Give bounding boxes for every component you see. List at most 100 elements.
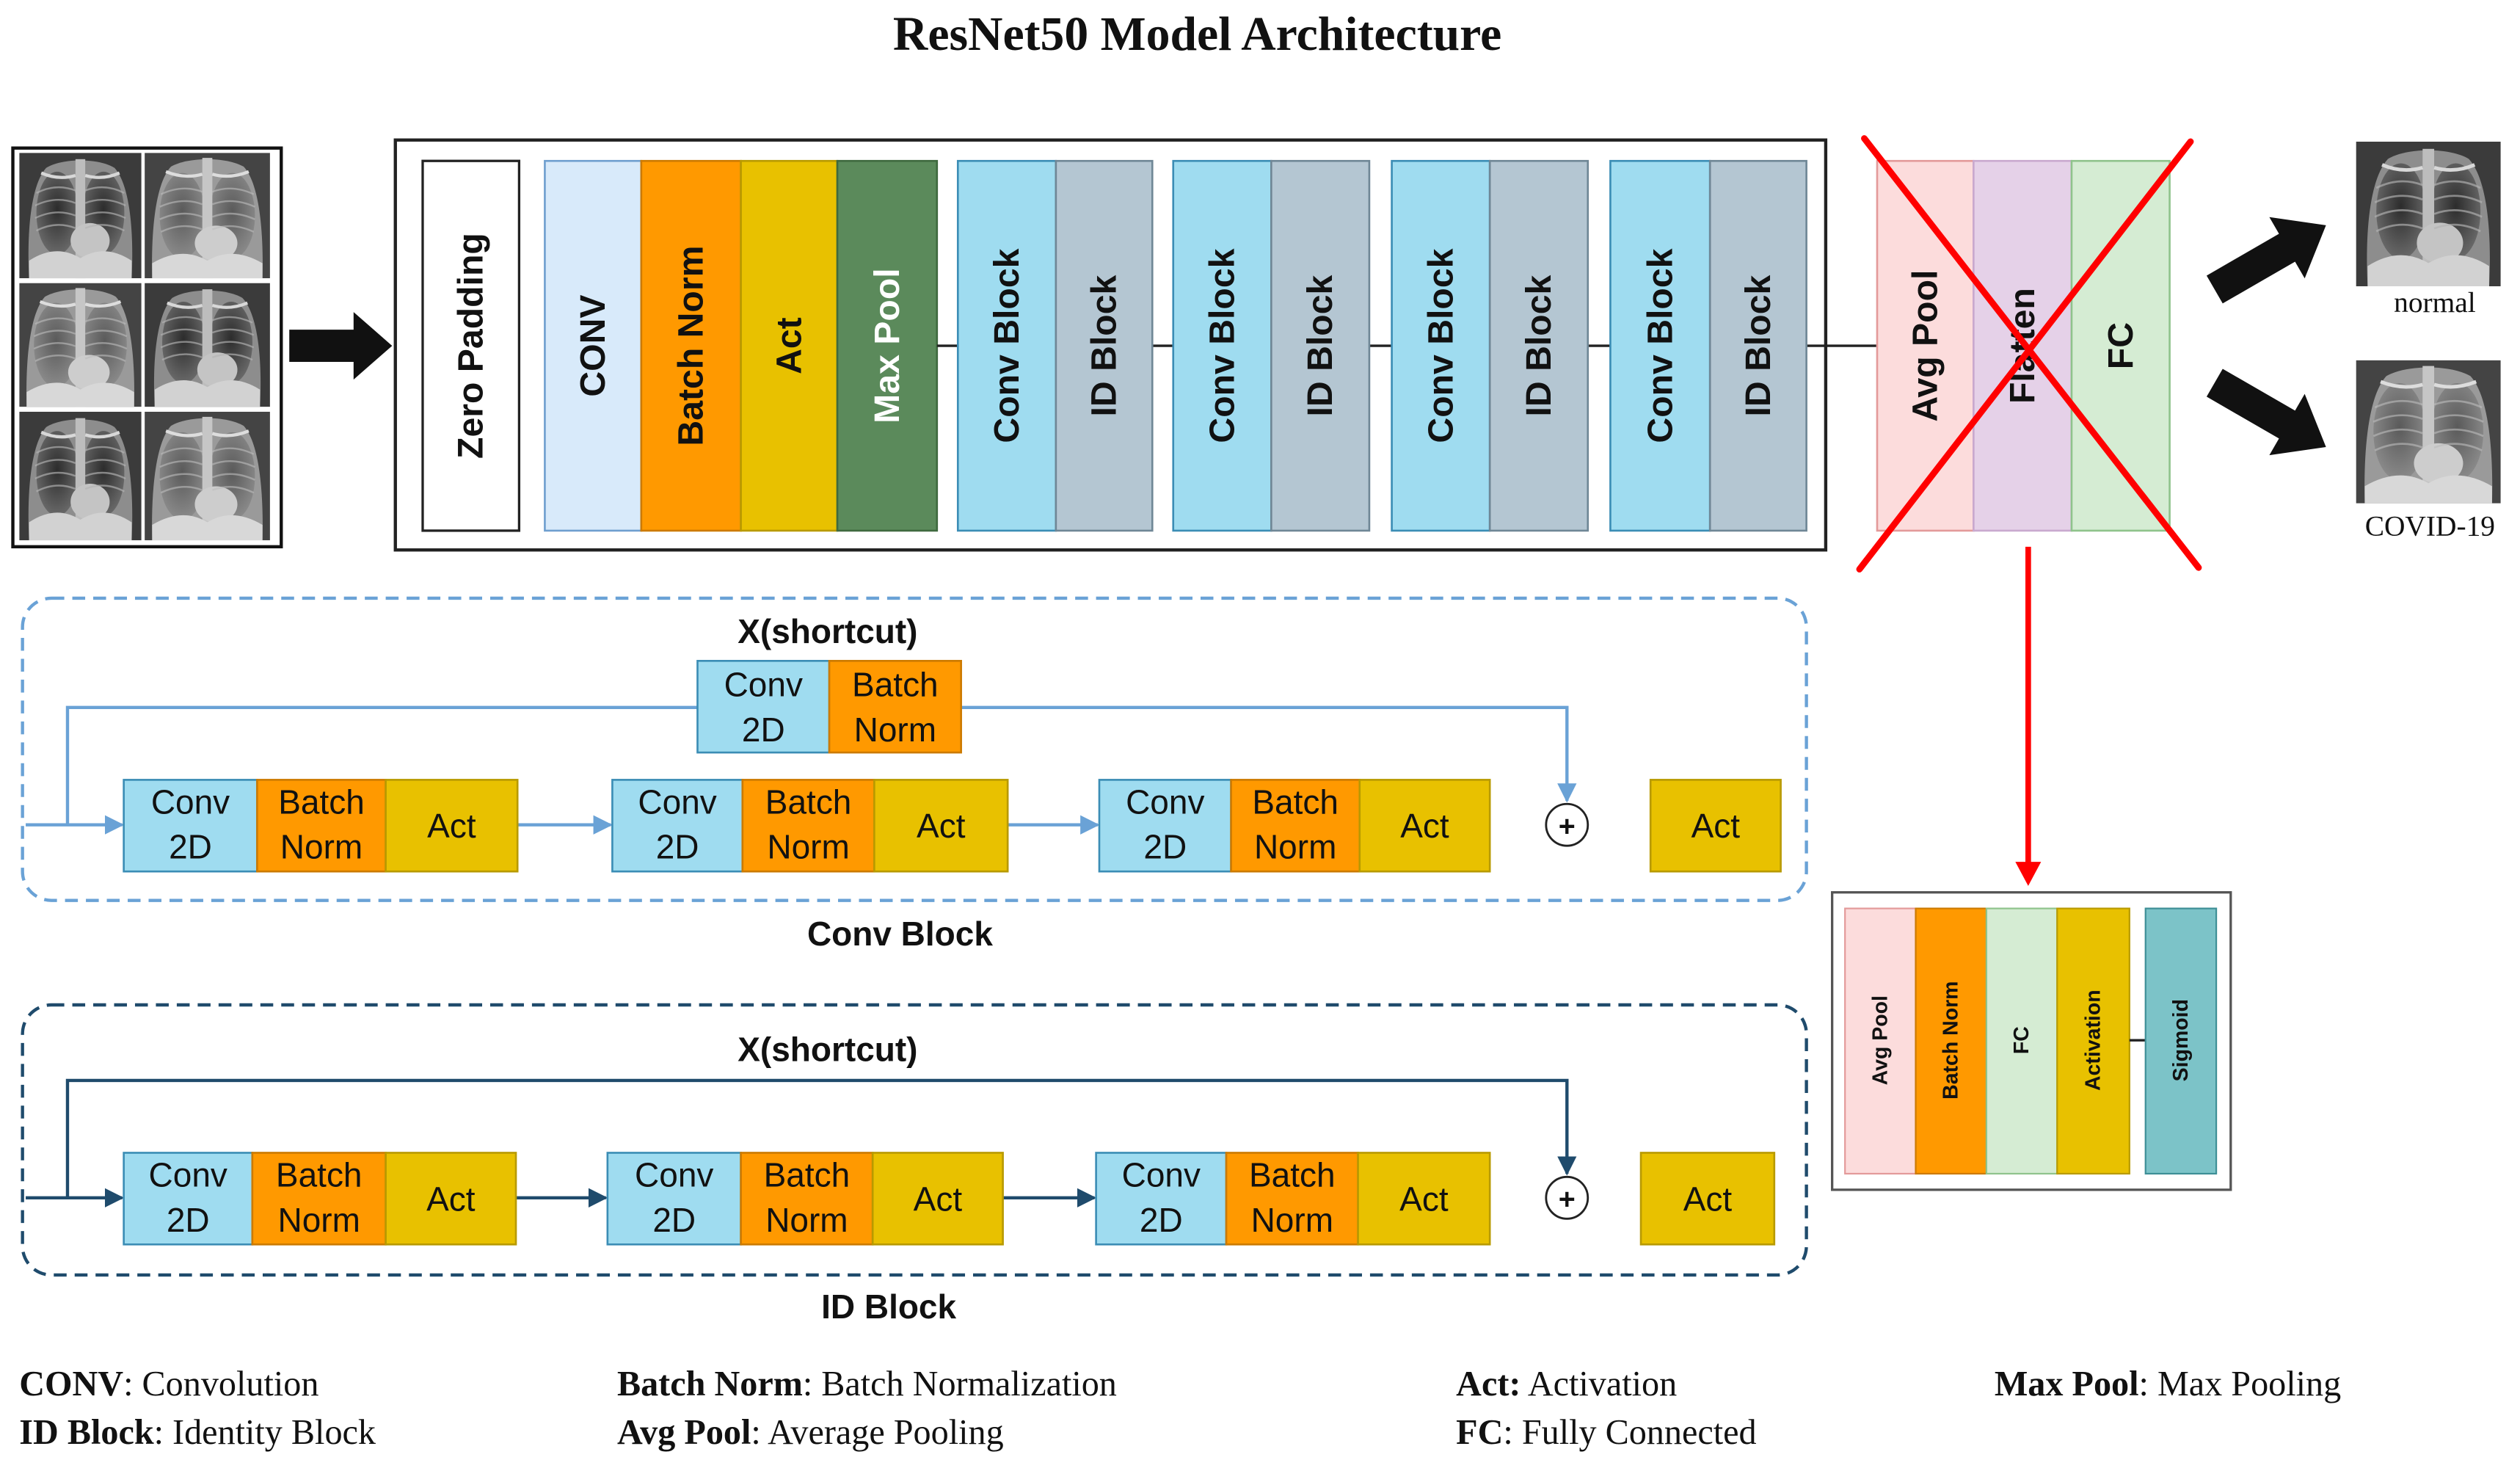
id-block-frame — [21, 1003, 1808, 1277]
stage-1: Conv Block ID Block — [956, 159, 1154, 532]
conv2d-label-line1: Conv — [151, 782, 230, 821]
new-avg-pool-label: Avg Pool — [1868, 995, 1892, 1085]
legend-definition: : Convolution — [123, 1365, 318, 1403]
stage-2: Conv Block ID Block — [1172, 159, 1371, 532]
normal-label: normal — [2394, 286, 2476, 319]
batch-norm-label-line2: Norm — [765, 1201, 848, 1239]
id-final-act: Act — [1639, 1152, 1776, 1246]
shortcut-batch-norm: Batch Norm — [828, 660, 962, 754]
conv-block-label: Conv Block — [1640, 248, 1680, 443]
id-block-box — [1055, 159, 1154, 532]
conv2d-label-line2: 2D — [167, 1201, 210, 1239]
act-label: Act — [1691, 807, 1741, 845]
act-box — [1357, 1152, 1491, 1246]
id-block-detail: X(shortcut) Conv 2D Batch Norm Act Conv … — [21, 1003, 1808, 1277]
conv-block-title: Conv Block — [807, 915, 993, 953]
new-batch-norm-label: Batch Norm — [1940, 981, 1963, 1100]
batch-norm-label-line1: Batch — [278, 782, 365, 821]
batch-norm-label-line1: Batch — [1249, 1155, 1336, 1194]
act-label: Act — [917, 807, 966, 845]
legend-term: Max Pool — [1995, 1365, 2139, 1403]
batch-norm-box — [741, 779, 875, 873]
zero-padding-label: Zero Padding — [451, 233, 491, 459]
id-block-label: ID Block — [1738, 275, 1778, 417]
legend-term: Act: — [1456, 1365, 1521, 1403]
legend-term: FC — [1456, 1413, 1503, 1452]
conv-block-frame — [21, 596, 1808, 902]
legend-item: ID Block: Identity Block — [19, 1413, 376, 1452]
legend-item: Max Pool: Max Pooling — [1995, 1365, 2341, 1403]
conv2d-box — [606, 1152, 742, 1246]
act-label: Act — [769, 317, 809, 374]
id-shortcut-label: X(shortcut) — [738, 1031, 917, 1069]
batch-norm-label-line1: Batch — [764, 1155, 851, 1194]
batch-norm-label: Batch Norm — [671, 246, 711, 446]
conv2d-label-line2: 2D — [169, 828, 212, 866]
conv-unit-3: Conv 2D Batch Norm Act — [1098, 779, 1491, 873]
main-pipeline: Zero Padding CONV Batch Norm Act Max Poo… — [393, 138, 1877, 552]
legend-definition: : Identity Block — [154, 1413, 376, 1452]
add-symbol: + — [1559, 810, 1576, 843]
replacement-arrowhead-icon — [2015, 862, 2042, 886]
id-block-title: ID Block — [821, 1288, 956, 1326]
conv-box — [544, 159, 643, 532]
act-box — [1639, 1152, 1776, 1246]
max-pool-box — [836, 159, 939, 532]
batch-norm-label-line2: Norm — [1254, 828, 1336, 866]
id-block-box — [1270, 159, 1371, 532]
act-box — [385, 1152, 517, 1246]
id-block-label: ID Block — [1300, 275, 1340, 417]
legend: CONV: Convolution Batch Norm: Batch Norm… — [19, 1365, 2341, 1452]
legend-item: Batch Norm: Batch Normalization — [617, 1365, 1117, 1403]
new-head: Avg Pool Batch Norm FC Activation Sigmoi… — [1831, 891, 2232, 1191]
shortcut-line — [65, 705, 698, 825]
conv2d-label-line2: 2D — [742, 711, 785, 749]
conv2d-label-line1: Conv — [635, 1155, 713, 1194]
legend-item: CONV: Convolution — [19, 1365, 318, 1403]
act-box — [385, 779, 519, 873]
conv-unit-1: Conv 2D Batch Norm Act — [123, 779, 519, 873]
new-fc-box — [1985, 907, 2058, 1175]
conv2d-label-line1: Conv — [638, 782, 716, 821]
batch-norm-box — [256, 779, 387, 873]
id-unit-1: Conv 2D Batch Norm Act — [123, 1152, 517, 1246]
act-box — [873, 779, 1009, 873]
legend-item: Act: Activation — [1456, 1365, 1677, 1403]
cross-line — [1856, 138, 2194, 573]
batch-norm-label-line2: Norm — [767, 828, 849, 866]
id-unit-2: Conv 2D Batch Norm Act — [606, 1152, 1004, 1246]
conv2d-label-line2: 2D — [652, 1201, 696, 1239]
conv-block-label: Conv Block — [1421, 248, 1460, 443]
batch-norm-box — [828, 660, 962, 754]
output-arrow-down-icon — [2206, 368, 2326, 456]
batch-norm-box — [1225, 1152, 1359, 1246]
new-activation-box — [2056, 907, 2130, 1175]
legend-item: Avg Pool: Average Pooling — [617, 1413, 1004, 1452]
max-pool-layer: Max Pool — [836, 159, 939, 532]
legend-definition: Activation — [1521, 1365, 1677, 1403]
covid-label: COVID-19 — [2365, 510, 2495, 542]
conv-block-box — [1172, 159, 1272, 532]
input-xray-grid — [11, 146, 283, 549]
max-pool-label: Max Pool — [867, 268, 907, 423]
conv2d-box — [611, 779, 744, 873]
zero-padding-layer: Zero Padding — [421, 159, 521, 532]
add-circle-icon — [1545, 1175, 1589, 1220]
removed-cross-icon — [1856, 135, 2202, 573]
batch-norm-box — [1230, 779, 1361, 873]
conv2d-label-line2: 2D — [1140, 1201, 1183, 1239]
conv-block-detail: X(shortcut) Conv 2D Batch Norm Conv 2D B… — [21, 596, 1808, 902]
act-label: Act — [914, 1180, 963, 1218]
xray-thumbnail — [19, 412, 141, 540]
legend-definition: : Max Pooling — [2139, 1365, 2342, 1403]
xray-thumbnail — [19, 283, 141, 407]
legend-term: ID Block — [19, 1413, 154, 1452]
new-avg-pool-box — [1844, 907, 1917, 1175]
diagram-title: ResNet50 Model Architecture — [893, 7, 1501, 61]
id-block-lines — [26, 1078, 1577, 1207]
conv-block-label: Conv Block — [987, 248, 1027, 443]
legend-term: CONV — [19, 1365, 123, 1403]
act-box — [871, 1152, 1004, 1246]
stage-3: Conv Block ID Block — [1391, 159, 1589, 532]
